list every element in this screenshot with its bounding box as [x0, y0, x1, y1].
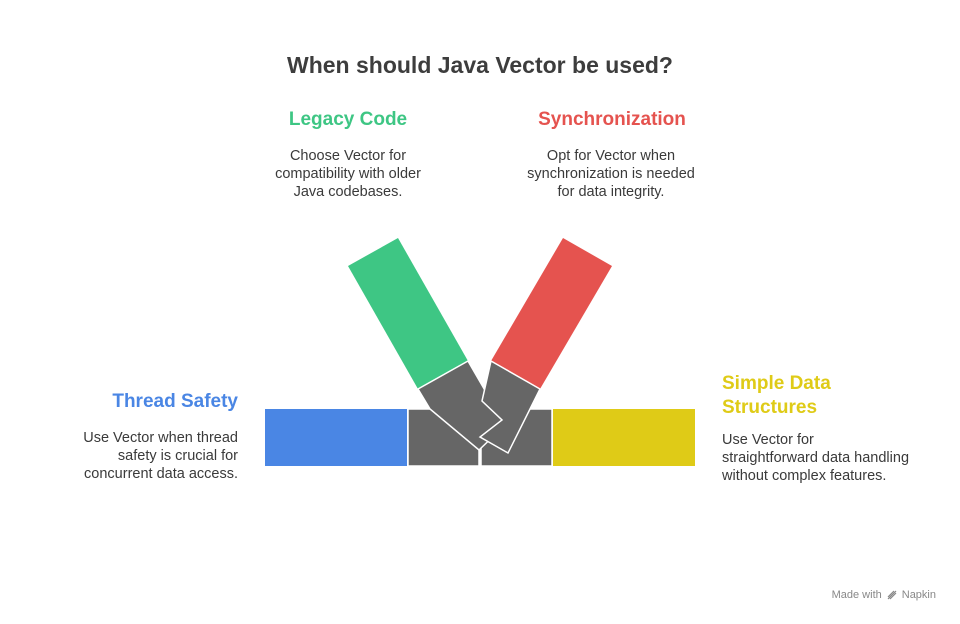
simple-data-structures-heading: Simple Data Structures	[722, 373, 831, 418]
synchronization-heading: Synchronization	[538, 109, 686, 130]
napkin-brand-label: Napkin	[901, 589, 936, 601]
thread-safety-bar	[265, 409, 407, 466]
simple-data-structures-description: Use Vector for straightforward data hand…	[722, 432, 910, 484]
napkin-logo-icon	[887, 590, 897, 600]
page-title: When should Java Vector be used?	[287, 52, 673, 78]
thread-safety-description: Use Vector when thread safety is crucial…	[83, 430, 238, 482]
synchronization-arm-joint	[478, 359, 541, 455]
synchronization-description: Opt for Vector when synchronization is n…	[527, 148, 695, 200]
footer-credit: Made with Napkin	[832, 589, 936, 601]
legacy-code-arm	[348, 238, 468, 389]
made-with-label: Made with	[831, 589, 882, 601]
legacy-code-description: Choose Vector for compatibility with old…	[275, 148, 421, 200]
thread-safety-heading: Thread Safety	[112, 391, 238, 412]
simple-data-structures-bar	[553, 409, 695, 466]
synchronization-arm	[491, 238, 612, 389]
legacy-code-heading: Legacy Code	[288, 109, 408, 130]
